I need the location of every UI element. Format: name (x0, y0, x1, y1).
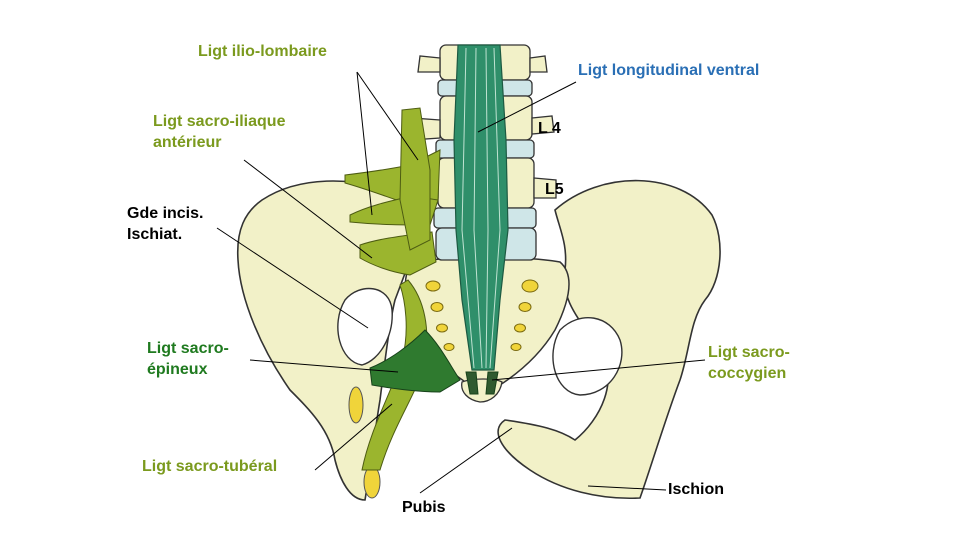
transverse-process-top-left (417, 55, 441, 73)
pointer-ischion (587, 485, 667, 491)
pointer-sacro-coccygien (491, 359, 706, 381)
transverse-process-top-right (529, 55, 548, 73)
ligament-sacro-coccygien (465, 371, 499, 395)
ligament-sacro-iliaque-strip (399, 107, 431, 251)
label-sacro-epineux-line2: épineux (147, 361, 208, 378)
left-tuberosity-spot (363, 465, 381, 499)
left-hip-bone (236, 180, 421, 501)
pointer-sacro-tuberal (314, 403, 393, 471)
right-obturator-foramen (552, 316, 623, 396)
label-sacro-coccygien-line2: coccygien (708, 365, 787, 382)
ligament-sacro-epineux (369, 329, 461, 393)
label-l4: L 4 (538, 120, 561, 137)
pointer-gde-incis (216, 227, 369, 329)
transverse-process-l4-right (531, 115, 555, 135)
left-ischial-spot (348, 386, 364, 424)
label-ilio-lombaire: Ligt ilio-lombaire (198, 43, 327, 60)
pointer-sacro-iliaque (243, 159, 373, 259)
sacral-foramina (425, 279, 539, 351)
label-longitudinal-ventral: Ligt longitudinal ventral (578, 62, 760, 79)
left-notch-opening (337, 287, 393, 366)
label-sacro-iliaque-line1: Ligt sacro-iliaque (153, 113, 286, 130)
pointer-ilio-lombaire-a (356, 71, 373, 216)
label-pubis: Pubis (402, 499, 446, 516)
label-gde-incis-line1: Gde incis. (127, 205, 204, 222)
label-l5: L5 (545, 181, 564, 198)
pointer-sacro-epineux (249, 359, 399, 373)
transverse-process-l5-right (533, 177, 557, 199)
label-sacro-iliaque-line2: antérieur (153, 134, 222, 151)
label-gde-incis-line2: Ischiat. (127, 226, 183, 243)
label-sacro-coccygien-line1: Ligt sacro- (708, 344, 790, 361)
label-sacro-tuberal: Ligt sacro-tubéral (142, 458, 278, 475)
ligament-longitudinal-fibers (461, 47, 501, 369)
label-ischion: Ischion (668, 481, 725, 498)
pointer-longitudinal (477, 81, 577, 133)
pointer-pubis (419, 427, 513, 494)
pointer-ilio-lombaire-b (356, 71, 419, 161)
label-sacro-epineux-line1: Ligt sacro- (147, 340, 229, 357)
pointer-lines (216, 71, 706, 494)
